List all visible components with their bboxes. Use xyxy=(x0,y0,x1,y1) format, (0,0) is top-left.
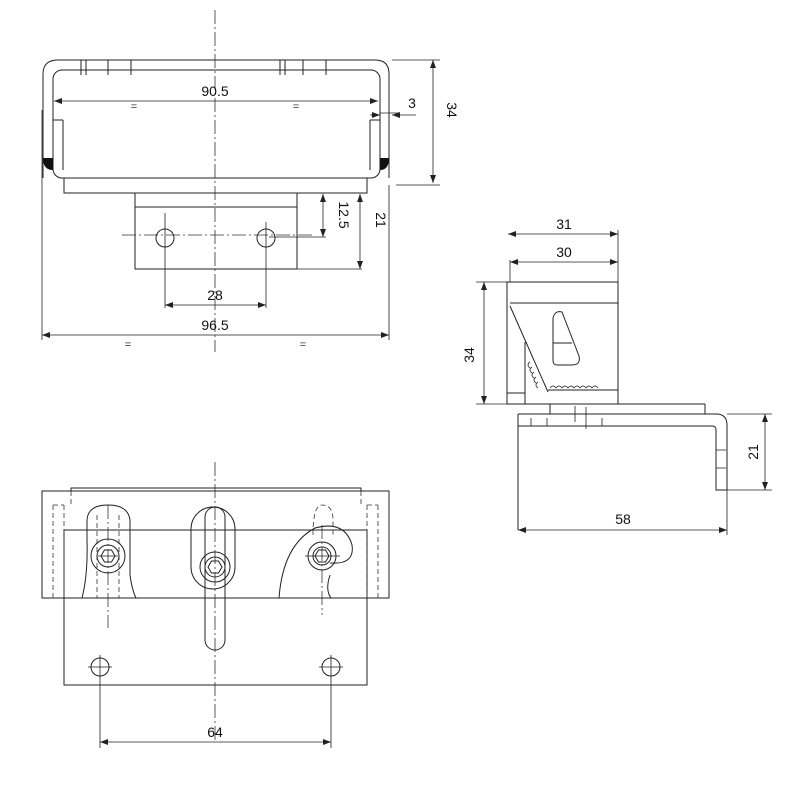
equal-mark: = xyxy=(300,339,306,351)
weld-symbol xyxy=(527,361,599,389)
dim-28: 28 xyxy=(207,287,223,303)
bottom-view: 64 xyxy=(41,462,390,748)
mounting-block xyxy=(134,192,298,270)
dim-34-side: 34 xyxy=(461,347,477,363)
housing-outer xyxy=(42,59,390,178)
dim-64: 64 xyxy=(207,724,223,740)
equal-mark: = xyxy=(125,339,131,351)
hex-bolt-icon xyxy=(207,560,223,574)
mounting-plate xyxy=(63,529,368,686)
equal-mark: = xyxy=(293,101,299,113)
side-walls xyxy=(53,119,380,170)
base-plate-side xyxy=(525,403,706,414)
dim-12-5: 12.5 xyxy=(336,201,352,228)
weld-marks xyxy=(43,158,389,170)
dim-21-top: 21 xyxy=(373,212,389,228)
dim-58: 58 xyxy=(615,511,631,527)
dim-34-top: 34 xyxy=(444,102,460,118)
dim-31: 31 xyxy=(556,216,572,232)
tabs xyxy=(80,60,327,75)
slot-left xyxy=(81,504,137,599)
equal-mark: = xyxy=(131,101,137,113)
dim-96-5: 96.5 xyxy=(201,317,228,333)
side-view: 31 30 34 21 58 xyxy=(461,216,772,535)
top-view: 90.5 = = 3 34 12.5 21 28 96.5 = = xyxy=(41,10,460,352)
dim-30: 30 xyxy=(556,244,572,260)
dim-3: 3 xyxy=(408,95,416,111)
housing-bottom xyxy=(41,490,390,599)
bracket xyxy=(517,413,728,530)
base-plate xyxy=(63,177,368,194)
dim-90-5: 90.5 xyxy=(201,83,228,99)
slot-triangle xyxy=(552,311,580,366)
dim-21-side: 21 xyxy=(745,444,761,460)
gusset xyxy=(509,305,549,393)
slot-right xyxy=(278,525,353,599)
